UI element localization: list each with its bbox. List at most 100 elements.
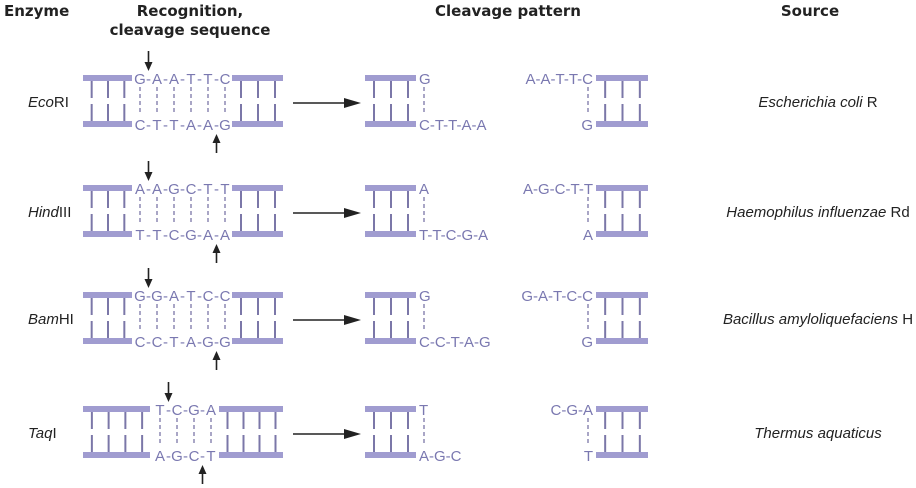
enzyme-name: HindIII	[28, 204, 71, 221]
source-strain: Rd	[886, 204, 909, 221]
top-backbone-dash: -	[180, 288, 185, 305]
left-fragment-duplex-top-strand	[365, 75, 416, 81]
enzyme-name: TaqI	[28, 425, 57, 442]
top-base: G	[168, 181, 180, 198]
left-duplex-top-strand	[83, 406, 150, 412]
top-base: G	[188, 402, 200, 419]
right-fragment-duplex-top-strand	[596, 185, 648, 191]
top-base: A	[152, 181, 162, 198]
left-fragment-top-seq: T	[419, 402, 428, 419]
top-backbone-dash: -	[180, 71, 185, 88]
enzyme-name-suffix: HI	[59, 311, 74, 328]
left-fragment-bottom-seq: C-T-T-A-A	[419, 117, 487, 134]
bottom-base: C	[152, 334, 163, 351]
bottom-backbone-dash: -	[163, 227, 168, 244]
left-fragment-duplex-top-strand	[365, 406, 416, 412]
left-fragment-top-seq: G	[419, 71, 431, 88]
source-species: Thermus aquaticus	[754, 425, 882, 442]
cut-site-bottom-arrow-head	[212, 351, 221, 360]
top-base: C	[220, 71, 231, 88]
top-backbone-dash: -	[146, 181, 151, 198]
right-fragment-bottom-seq: G	[581, 117, 593, 134]
right-fragment-duplex-top-strand	[596, 75, 648, 81]
right-fragment-top-seq: G-A-T-C-C	[521, 288, 593, 305]
enzyme-name-suffix: RI	[54, 94, 69, 111]
header-cleavage-pattern: Cleavage pattern	[435, 2, 581, 20]
right-fragment-duplex-bottom-strand	[596, 452, 648, 458]
top-backbone-dash: -	[183, 402, 188, 419]
bottom-backbone-dash: -	[166, 448, 171, 465]
bottom-backbone-dash: -	[214, 117, 219, 134]
bottom-base: G	[171, 448, 183, 465]
top-base: G	[134, 71, 146, 88]
top-base: C	[203, 288, 214, 305]
bottom-backbone-dash: -	[163, 117, 168, 134]
reaction-arrow-head	[344, 315, 361, 325]
top-base: C	[172, 402, 183, 419]
right-fragment-duplex-bottom-strand	[596, 338, 648, 344]
source-species: Haemophilus influenzae	[726, 204, 886, 221]
left-duplex-top-strand	[83, 185, 132, 191]
right-fragment-duplex-bottom-strand	[596, 121, 648, 127]
reaction-arrow-head	[344, 208, 361, 218]
top-backbone-dash: -	[146, 288, 151, 305]
top-base: A	[135, 181, 145, 198]
left-duplex-bottom-strand	[83, 121, 132, 127]
top-base: T	[203, 181, 212, 198]
right-duplex-bottom-strand	[219, 452, 283, 458]
right-fragment-bottom-seq: T	[584, 448, 593, 465]
bottom-backbone-dash: -	[163, 334, 168, 351]
bottom-base: T	[152, 227, 161, 244]
enzyme-row: BamHIGC--GC--AT--TA--CG--CGGC-C-T-A-GG-A…	[28, 268, 913, 370]
source-species: Escherichia coli	[758, 94, 863, 111]
enzyme-name-italic: Hind	[28, 204, 60, 221]
top-backbone-dash: -	[180, 181, 185, 198]
bottom-base: A	[203, 227, 213, 244]
top-base: A	[206, 402, 216, 419]
cut-site-top-arrow-head	[144, 62, 153, 71]
right-fragment-bottom-seq: G	[581, 334, 593, 351]
top-base: G	[134, 288, 146, 305]
source-organism: Thermus aquaticus	[754, 425, 882, 442]
top-base: A	[169, 71, 179, 88]
header-recognition-line2: cleavage sequence	[110, 21, 271, 39]
left-fragment-duplex-top-strand	[365, 292, 416, 298]
bottom-base: T	[135, 227, 144, 244]
cut-site-bottom-arrow-head	[212, 134, 221, 143]
left-duplex-top-strand	[83, 75, 132, 81]
top-backbone-dash: -	[166, 402, 171, 419]
top-base: A	[169, 288, 179, 305]
bottom-base: T	[169, 334, 178, 351]
right-fragment-duplex-bottom-strand	[596, 231, 648, 237]
top-backbone-dash: -	[163, 181, 168, 198]
cut-site-bottom-arrow-head	[198, 465, 207, 474]
left-fragment-top-seq: G	[419, 288, 431, 305]
bottom-base: A	[220, 227, 230, 244]
top-backbone-dash: -	[197, 181, 202, 198]
top-base: T	[155, 402, 164, 419]
bottom-base: G	[185, 227, 197, 244]
left-fragment-duplex-bottom-strand	[365, 452, 416, 458]
bottom-backbone-dash: -	[146, 117, 151, 134]
right-fragment-top-seq: A-G-C-T-T	[523, 181, 593, 198]
bottom-backbone-dash: -	[180, 227, 185, 244]
right-fragment-duplex-top-strand	[596, 406, 648, 412]
right-duplex-top-strand	[232, 75, 283, 81]
left-fragment-duplex-bottom-strand	[365, 121, 416, 127]
left-fragment-bottom-seq: A-G-C	[419, 448, 462, 465]
right-duplex-top-strand	[232, 292, 283, 298]
bottom-base: G	[202, 334, 214, 351]
enzyme-row: HindIIIAT--AT--GC--CG--TA--TAAT-T-C-G-AA…	[28, 161, 910, 263]
bottom-backbone-dash: -	[214, 334, 219, 351]
top-base: T	[186, 71, 195, 88]
right-duplex-top-strand	[232, 185, 283, 191]
header-source: Source	[781, 2, 839, 20]
bottom-base: C	[135, 117, 146, 134]
enzyme-rows: EcoRIGC--AT--AT--TA--TA--CGGC-T-T-A-AA-A…	[28, 51, 913, 484]
right-duplex-top-strand	[219, 406, 283, 412]
bottom-base: A	[155, 448, 165, 465]
reaction-arrow-head	[344, 429, 361, 439]
cut-site-top-arrow-head	[164, 393, 173, 402]
bottom-base: A	[186, 117, 196, 134]
